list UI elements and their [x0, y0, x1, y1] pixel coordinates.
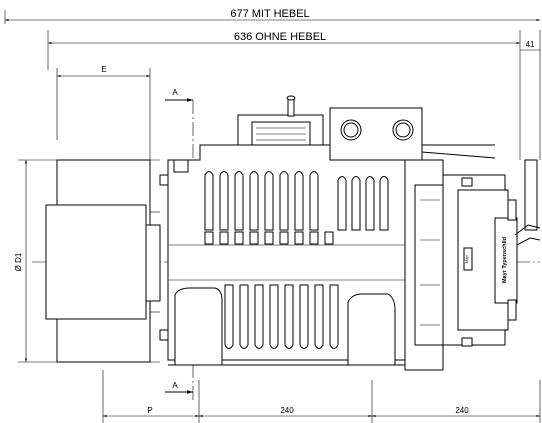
right-foot: [347, 293, 396, 366]
compressor-body: [159, 95, 496, 366]
release-lever: [507, 159, 541, 321]
nameplate-small-text: Mayr: [465, 254, 469, 263]
dimension-label-e: E: [101, 65, 106, 74]
end-housing: [404, 159, 509, 371]
upper-cooling-fins: [204, 171, 389, 231]
nameplate: Mayr Typenschild Mayr: [463, 217, 518, 304]
bottom-dimensions: P 240 240: [102, 370, 541, 423]
dimension-label-d1: Ø D1: [14, 252, 23, 271]
dimension-label-677: 677 MIT HEBEL: [230, 8, 309, 20]
middle-fins: [204, 231, 334, 245]
dimension-overall-without-lever: 636 OHNE HEBEL: [47, 30, 521, 160]
dimension-overall-with-lever: 677 MIT HEBEL: [4, 8, 540, 24]
dimension-label-240-mid: 240: [280, 406, 294, 415]
section-marker-top: A: [172, 88, 178, 97]
dimension-label-41: 41: [526, 40, 535, 49]
dimension-label-240-right: 240: [455, 406, 469, 415]
dimension-label-p: P: [147, 406, 152, 415]
left-foot: [174, 287, 223, 366]
dimension-right-offset: 41: [520, 30, 541, 160]
dimension-label-636: 636 OHNE HEBEL: [234, 31, 326, 43]
suction-flange: [45, 159, 161, 363]
section-marker-bottom: A: [172, 381, 178, 390]
nameplate-text: Mayr Typenschild: [502, 237, 508, 283]
lower-cooling-fins: [224, 284, 339, 349]
